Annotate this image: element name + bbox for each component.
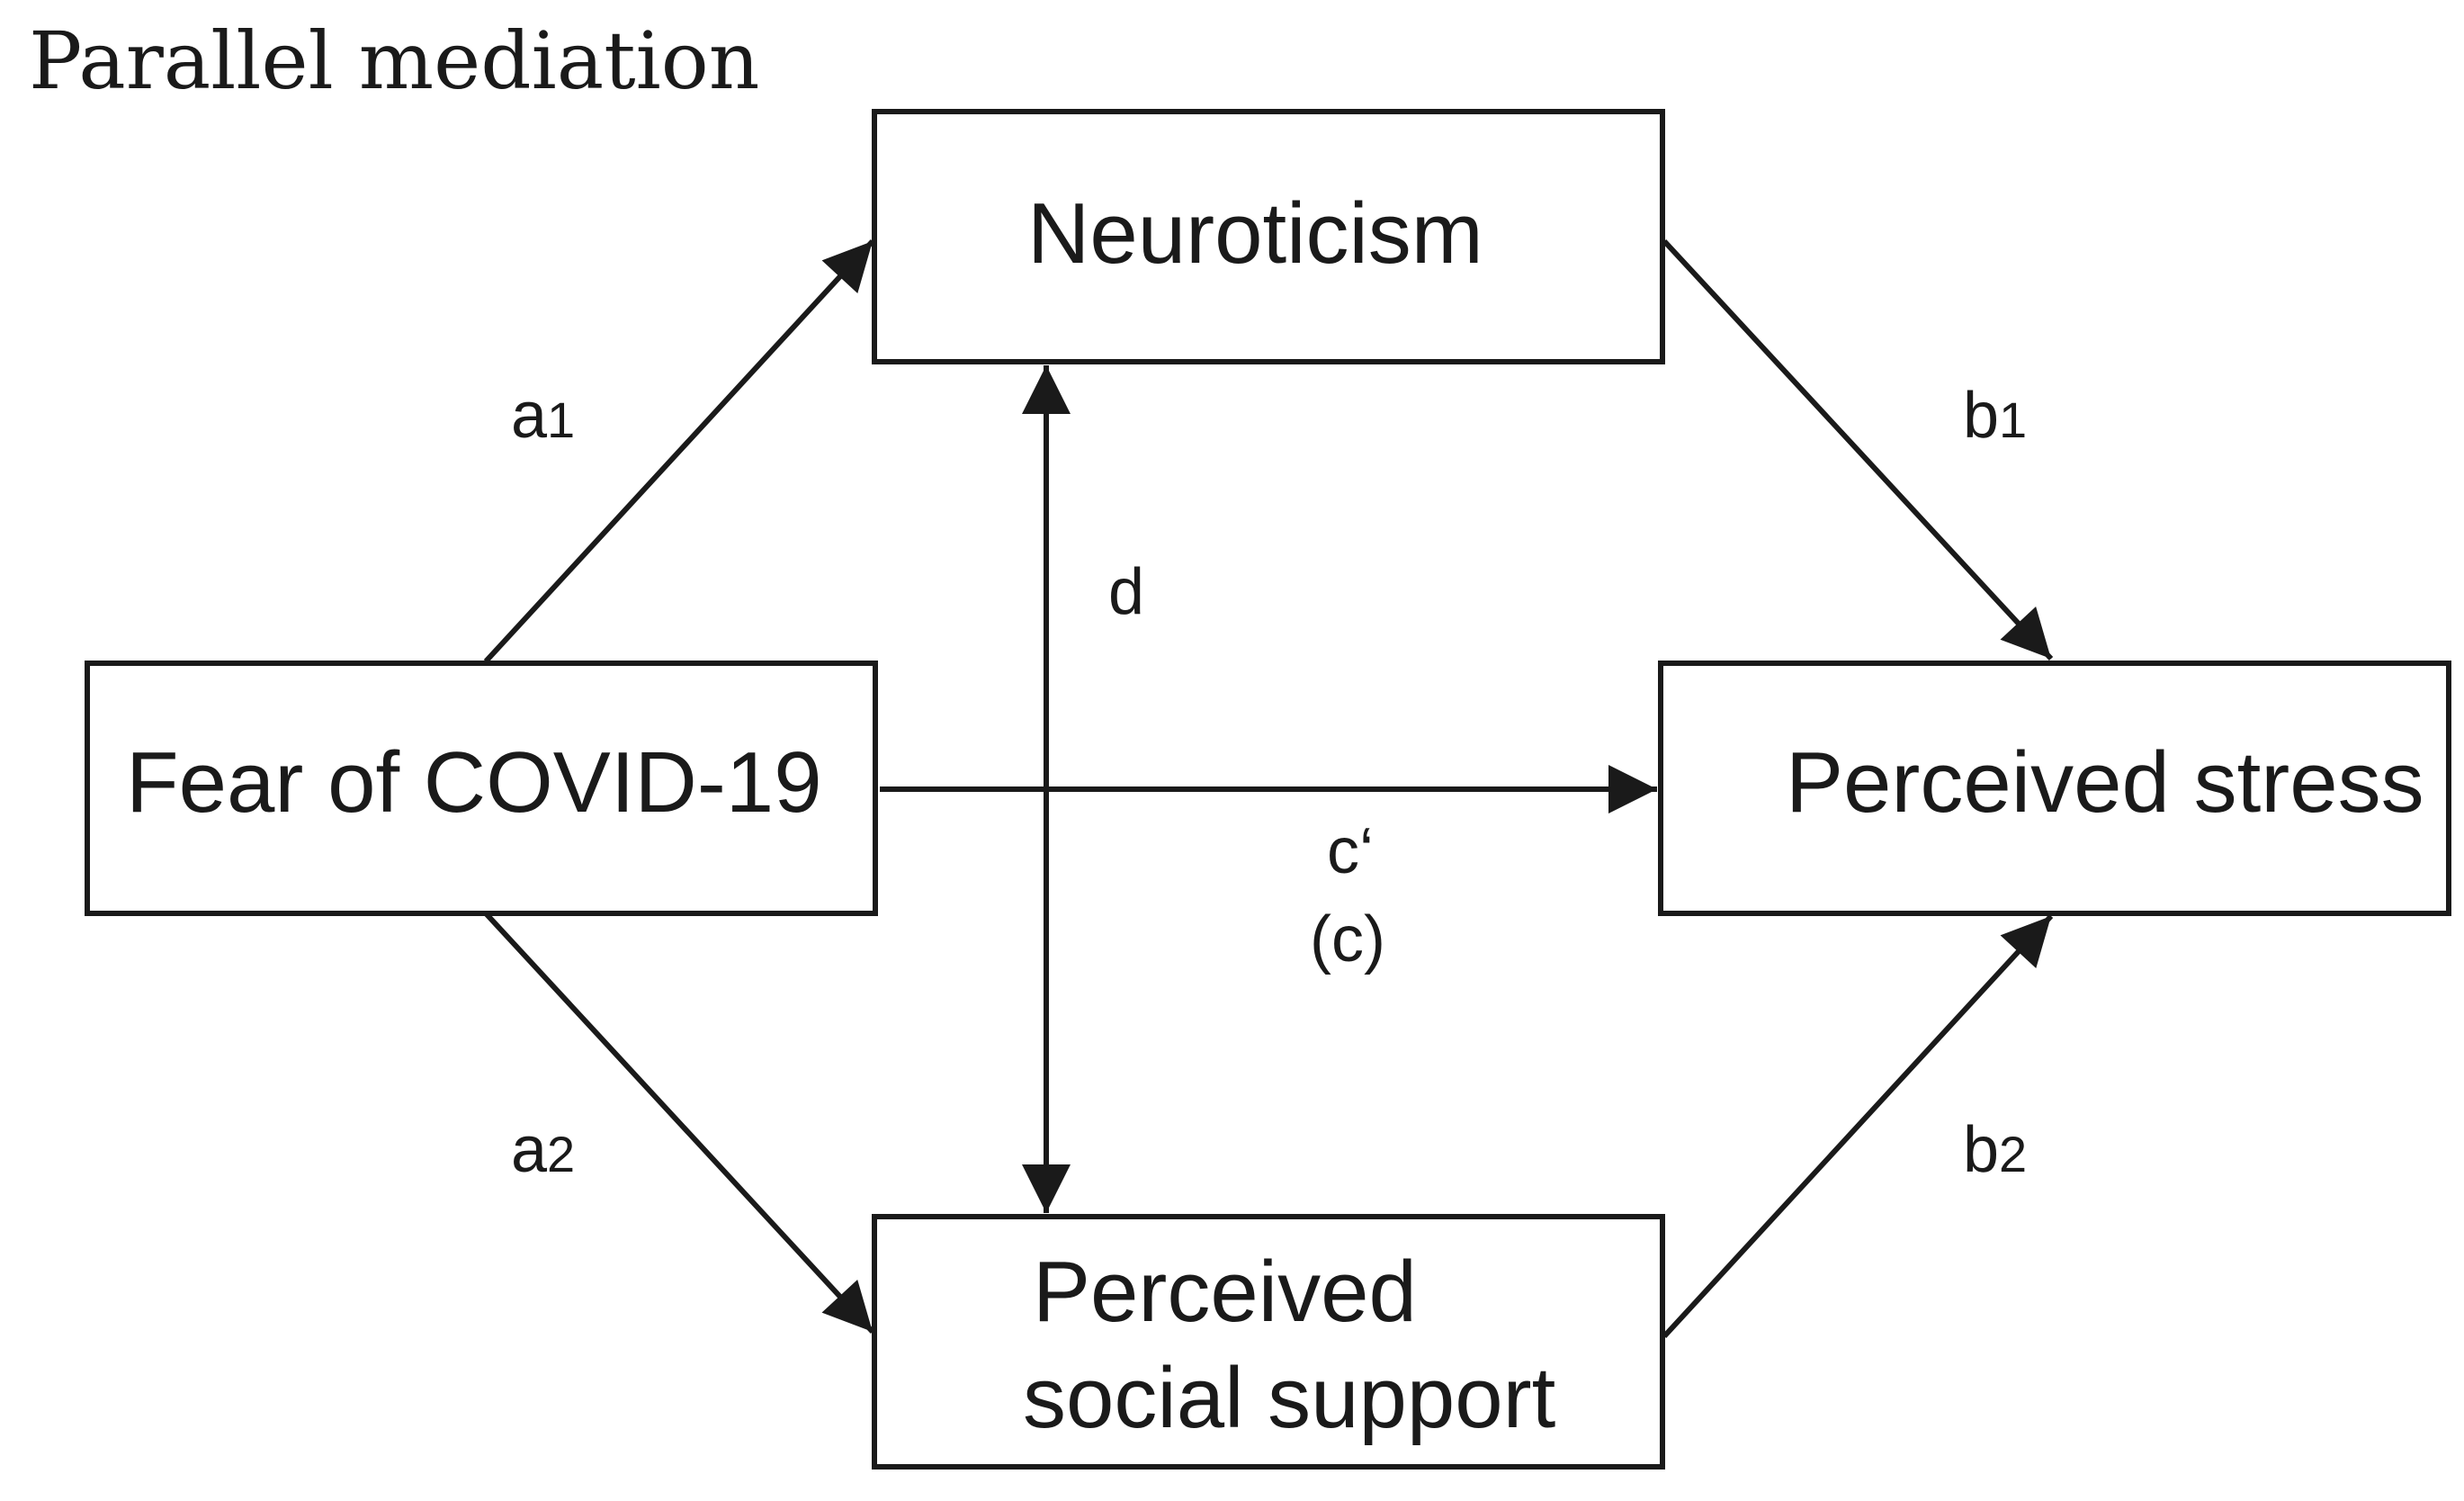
path-a2-label: a2 xyxy=(511,1114,575,1186)
neuroticism-box xyxy=(872,109,1665,364)
path-b1-arrow xyxy=(1662,238,2054,661)
path-b2-label: b2 xyxy=(1963,1114,2027,1186)
perceived-stress-box xyxy=(1658,661,2451,916)
path-d-label: d xyxy=(1108,556,1144,628)
perceived-social-support-box xyxy=(872,1214,1665,1470)
fear-of-covid-box xyxy=(85,661,878,916)
path-c-total-label: (c) xyxy=(1310,903,1385,975)
fear-of-covid-label: Fear of COVID-19 xyxy=(126,734,822,831)
path-a1-arrow xyxy=(483,238,875,664)
path-a1-label: a1 xyxy=(511,380,575,452)
neuroticism-label: Neuroticism xyxy=(1027,185,1483,282)
path-c-prime-label: c‘ xyxy=(1327,815,1374,887)
perceived-social-support-label-line1: Perceived xyxy=(1033,1244,1417,1340)
diagram-title: Parallel mediation xyxy=(29,14,759,107)
perceived-social-support-label-line2: social support xyxy=(1023,1350,1555,1446)
path-a2-arrow xyxy=(483,911,875,1335)
path-b2-arrow xyxy=(1662,913,2054,1339)
perceived-stress-label: Perceived stress xyxy=(1786,734,2424,831)
path-b1-label: b1 xyxy=(1963,380,2027,452)
